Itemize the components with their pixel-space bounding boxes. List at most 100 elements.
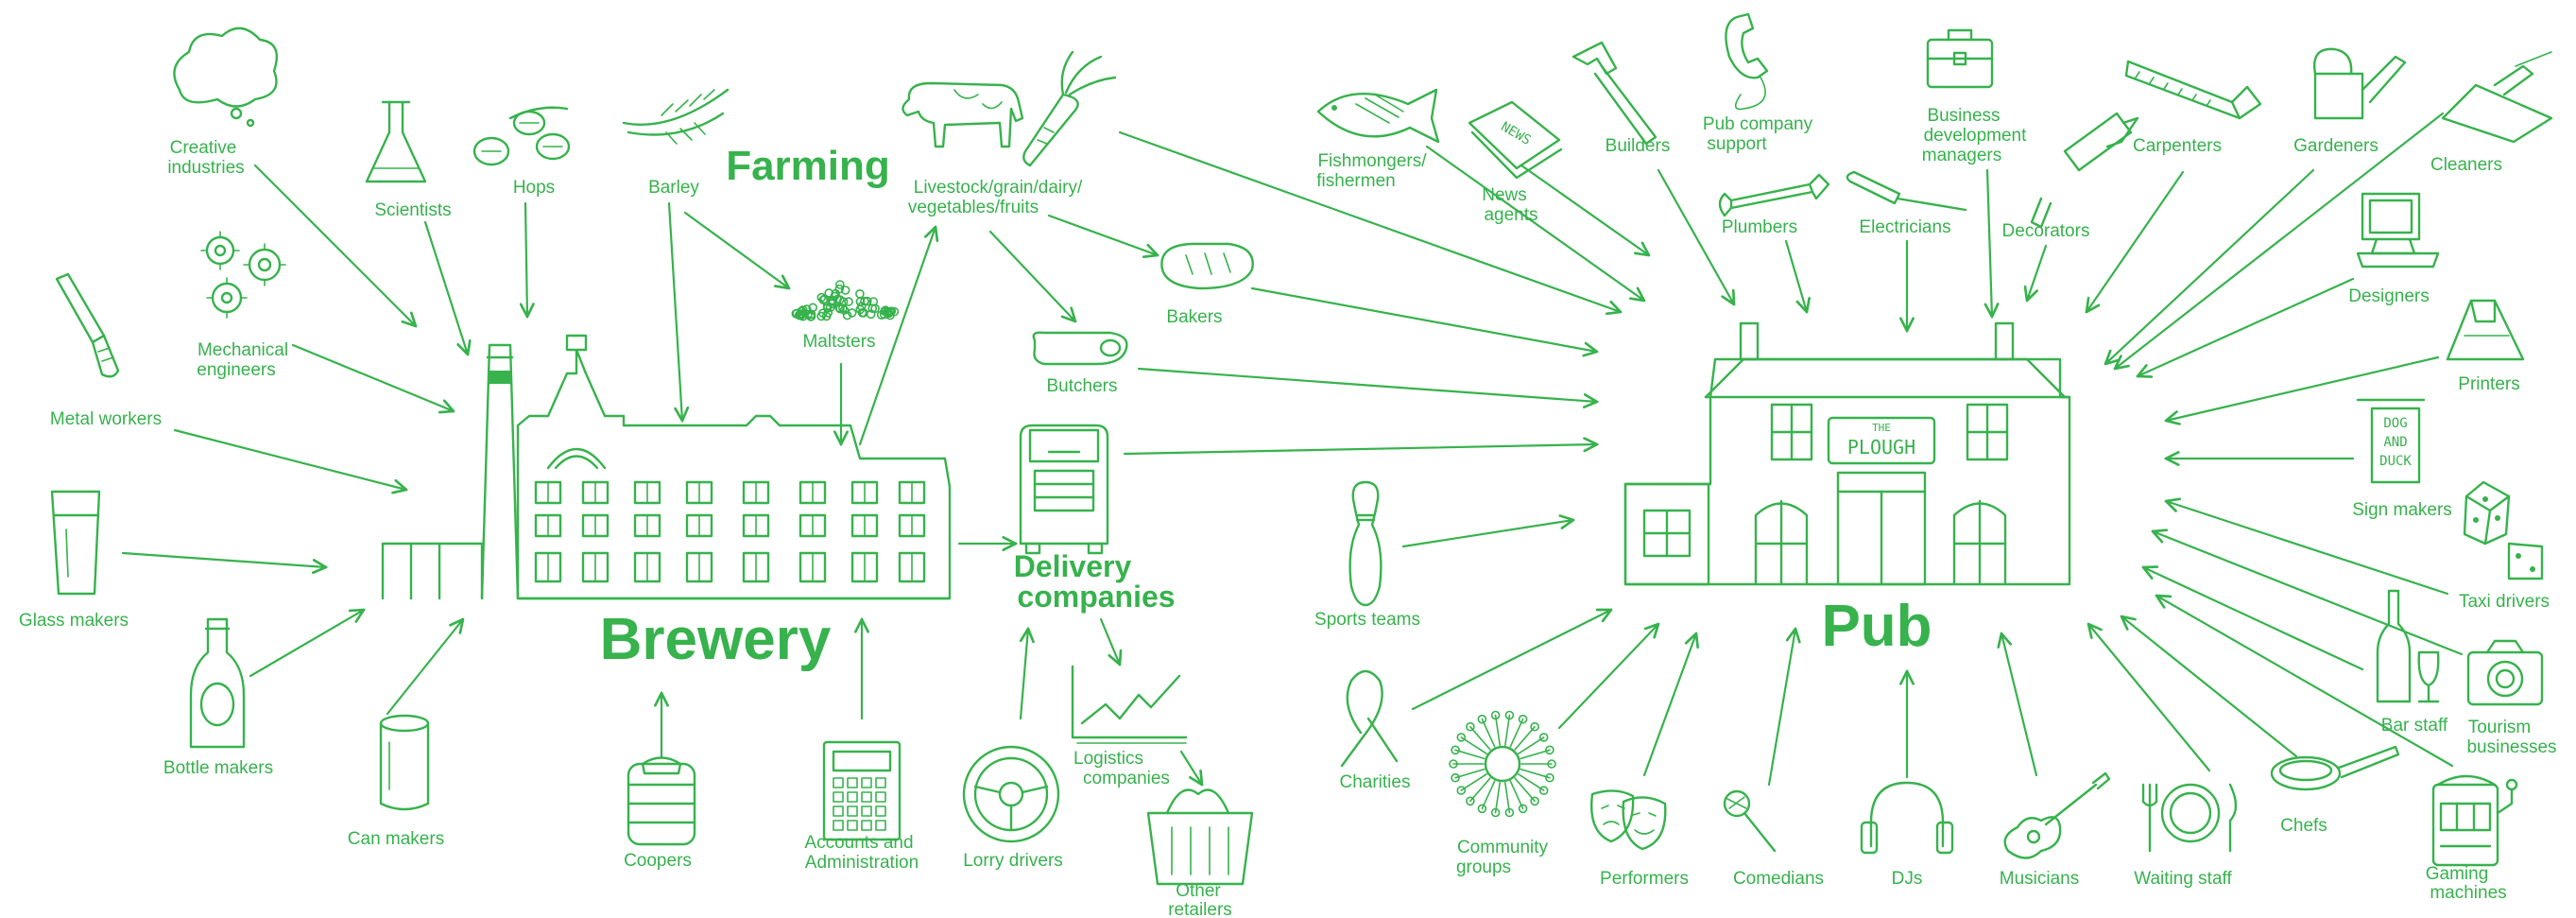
arrow-farming-to-bakers: [1047, 214, 1158, 255]
label-mech-2: engineers: [197, 360, 275, 380]
calculator-key: [847, 777, 858, 788]
arrow-delivery-to-pub: [1123, 444, 1597, 456]
computer-icon: [2356, 192, 2440, 268]
calculator-key: [875, 791, 886, 803]
flower-petal: [1469, 725, 1491, 751]
arrow-creative-to-brewery: [253, 164, 416, 326]
carrot-icon: [1022, 50, 1117, 167]
arrow-carpenters-to-pub: [2087, 170, 2185, 312]
arrow-metal-to-brewery: [173, 428, 406, 490]
arrow-logistics-to-retailers: [1179, 750, 1202, 785]
pub-title: Pub: [1821, 594, 1932, 659]
grain-pile-icon: [791, 280, 900, 321]
label-coopers: Coopers: [624, 851, 692, 871]
keg-icon: [627, 756, 696, 846]
dice-icon: [2463, 480, 2544, 580]
barley-icon: [622, 88, 730, 145]
arrow-farming-to-butchers: [988, 230, 1075, 321]
flower-petal: [1504, 781, 1511, 814]
arrow-chefs-to-pub: [2121, 616, 2298, 758]
camera-icon: [2466, 639, 2544, 706]
masks-icon: [1590, 789, 1667, 851]
flower-petal: [1469, 777, 1491, 803]
news-word: NEWS: [1498, 119, 1533, 148]
flower-icon: [1449, 710, 1556, 818]
label-barstaff: Bar staff: [2381, 716, 2448, 736]
label-metal: Metal workers: [50, 409, 162, 429]
arrow-bdm-to-pub: [1987, 168, 1992, 317]
arrow-lorry-to-delivery: [1019, 629, 1028, 720]
hops-icon: [472, 106, 571, 166]
label-can: Can makers: [348, 829, 444, 849]
labels: Brewery Pub Farming Delivery companies C…: [19, 106, 2557, 918]
arrow-mech-to-brewery: [291, 343, 454, 411]
arrow-waiting-to-pub: [2088, 624, 2211, 772]
calculator-key: [861, 805, 872, 817]
label-livestock-2: vegetables/fruits: [908, 198, 1039, 217]
flower-petal: [1504, 714, 1511, 747]
microphone-icon: [1723, 789, 1777, 853]
flower-petal: [1509, 780, 1524, 810]
delivery-title-line1: Delivery: [1014, 549, 1132, 583]
label-carpenters: Carpenters: [2133, 136, 2222, 156]
arrow-news-to-pub: [1520, 164, 1649, 255]
arrow-barstaff-to-pub: [2143, 567, 2364, 671]
label-tourism-1: Tourism: [2468, 718, 2532, 737]
pub-sign-name: PLOUGH: [1847, 436, 1915, 459]
label-sports: Sports teams: [1314, 610, 1420, 630]
steering-wheel-icon: [962, 745, 1060, 843]
arrow-barley-to-maltsters: [683, 211, 789, 288]
chisel-icon: [55, 272, 120, 378]
label-barley: Barley: [648, 178, 699, 198]
flower-petal: [1481, 780, 1496, 810]
calculator-key: [833, 805, 844, 817]
frying-pan-icon: [2270, 745, 2400, 791]
bowling-pin-icon: [1348, 480, 1382, 607]
arrow-charities-to-pub: [1411, 610, 1611, 711]
label-creative-1: Creative: [170, 138, 237, 158]
label-news-2: agents: [1484, 205, 1537, 225]
hammer-icon: [1571, 41, 1657, 146]
label-glass: Glass makers: [19, 611, 129, 631]
arrow-sports-to-pub: [1401, 520, 1573, 548]
label-bakers: Bakers: [1166, 307, 1222, 327]
arrow-barley-to-brewery: [667, 201, 682, 421]
pint-glass-icon: [50, 490, 101, 596]
flower-petal: [1520, 749, 1551, 760]
arrow-brewery-to-farming: [858, 227, 936, 446]
brewery-title: Brewery: [600, 607, 832, 672]
label-musicians: Musicians: [2000, 869, 2079, 889]
label-signmakers: Sign makers: [2352, 500, 2452, 520]
can-icon: [379, 714, 430, 811]
brewery-windows: [534, 480, 926, 583]
label-mech-1: Mechanical: [197, 340, 288, 360]
label-logistics-1: Logistics: [1073, 749, 1143, 769]
flower-center: [1484, 745, 1521, 783]
fish-icon: [1316, 88, 1440, 144]
dog-sign-line1: DOG: [2383, 416, 2407, 431]
label-maltsters: Maltsters: [802, 332, 875, 352]
label-performers: Performers: [1600, 869, 1689, 889]
flower-petal: [1520, 768, 1551, 779]
watering-can-icon: [2313, 47, 2407, 120]
label-fish-2: fishermen: [1316, 171, 1395, 191]
label-other-1: Other: [1176, 881, 1221, 901]
calculator-key: [847, 805, 858, 817]
label-community-2: groups: [1456, 857, 1511, 877]
calculator-key: [875, 805, 886, 817]
arrow-butchers-to-pub: [1137, 367, 1597, 402]
graph-icon: [1071, 665, 1188, 744]
label-bdm-2: development: [1924, 126, 2028, 146]
gears-icon: [200, 231, 286, 319]
arrow-bottle-to-brewery: [249, 610, 364, 678]
arrows: [121, 112, 2464, 785]
label-accounts-1: Accounts and: [804, 833, 913, 853]
flower-petal: [1494, 781, 1501, 814]
headphones-icon: [1860, 781, 1954, 855]
calculator-key: [861, 777, 872, 788]
flower-petal: [1481, 718, 1496, 748]
pub-sign-icon: DOG AND DUCK: [2356, 398, 2426, 484]
label-livestock-1: Livestock/grain/dairy/: [914, 178, 1083, 198]
arrow-glass-to-brewery: [121, 551, 326, 567]
arrow-hops-to-brewery: [525, 201, 527, 317]
